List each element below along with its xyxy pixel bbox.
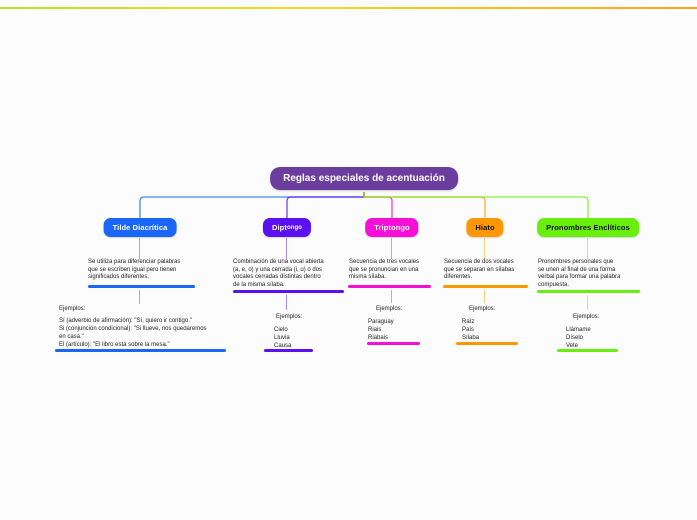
example-item: Llámame [566, 327, 591, 333]
connector-pronombres-encliticos [363, 192, 589, 218]
underline [443, 285, 528, 288]
example-item: El (artículo): "El libro está sobre la m… [59, 342, 170, 348]
example-item: Riais [368, 327, 382, 333]
branch-line [484, 290, 485, 303]
underline [88, 285, 195, 288]
examples-heading: Ejemplos: [59, 306, 86, 312]
example-item: Paraguay [368, 319, 394, 325]
branch-line [139, 238, 140, 259]
underline [233, 290, 344, 293]
connector-hiato [363, 192, 486, 218]
description-tilde-diacritica[interactable]: Se utiliza para diferenciar palabras que… [88, 259, 181, 281]
topic-tilde-diacritica[interactable]: Tilde Diacrítica [103, 218, 177, 237]
example-item: Raíz [462, 319, 475, 325]
description-hiato[interactable]: Secuencia de dos vocales que se separan … [444, 259, 515, 281]
underline [456, 342, 518, 345]
example-item: Sí (adverbio de afirmación): "Sí, quiero… [59, 318, 192, 324]
examples-tilde-diacritica[interactable]: Sí (adverbio de afirmación): "Sí, quiero… [59, 317, 234, 349]
description-triptongo[interactable]: Secuencia de tres vocales que se pronunc… [349, 259, 420, 281]
example-item: Riabais [368, 335, 389, 341]
example-item: Sílaba [462, 335, 480, 341]
example-item: Causa [274, 343, 292, 349]
topic-pronombres-encliticos[interactable]: Pronombres Enclíticos [537, 218, 639, 237]
underline [264, 349, 313, 352]
examples-heading: Ejemplos: [573, 314, 600, 320]
branch-line [391, 290, 392, 303]
example-item: Cielo [274, 327, 288, 333]
description-pronombres-encliticos[interactable]: Pronombres personales que se unen al fin… [538, 259, 621, 288]
branch-line [587, 238, 588, 259]
example-item: Lluvia [274, 335, 290, 341]
connector-tilde-diacritica [139, 192, 365, 218]
branch-line [286, 238, 287, 259]
examples-heading: Ejemplos: [276, 314, 303, 320]
topic-triptongo[interactable]: Triptongo [365, 218, 419, 237]
examples-heading: Ejemplos: [376, 306, 403, 312]
underline [557, 349, 618, 352]
topic-hiato[interactable]: Hiato [466, 218, 504, 237]
description-diptongo[interactable]: Combinación de una vocal abierta (a, e, … [233, 259, 324, 288]
branch-line [139, 290, 140, 304]
example-item: Vete [566, 343, 579, 349]
branch-line [286, 295, 287, 310]
topic-label-small: ongo [286, 224, 303, 231]
top-edge-line [0, 7, 697, 9]
example-item: País [462, 327, 475, 333]
example-item: Si (conjunción condicional): "Si llueve,… [59, 326, 207, 340]
branch-line [484, 238, 485, 259]
root-topic[interactable]: Reglas especiales de acentuación [270, 167, 458, 190]
connector-triptongo [363, 192, 393, 218]
branch-line [587, 295, 588, 310]
underline [537, 290, 640, 293]
branch-line [391, 238, 392, 259]
underline [348, 285, 431, 288]
underline [367, 342, 420, 345]
topic-label-main: Dipt [271, 223, 287, 232]
underline [55, 349, 226, 352]
examples-heading: Ejemplos: [469, 306, 496, 312]
example-item: Díselo [566, 335, 584, 341]
connector-diptongo [286, 192, 365, 218]
